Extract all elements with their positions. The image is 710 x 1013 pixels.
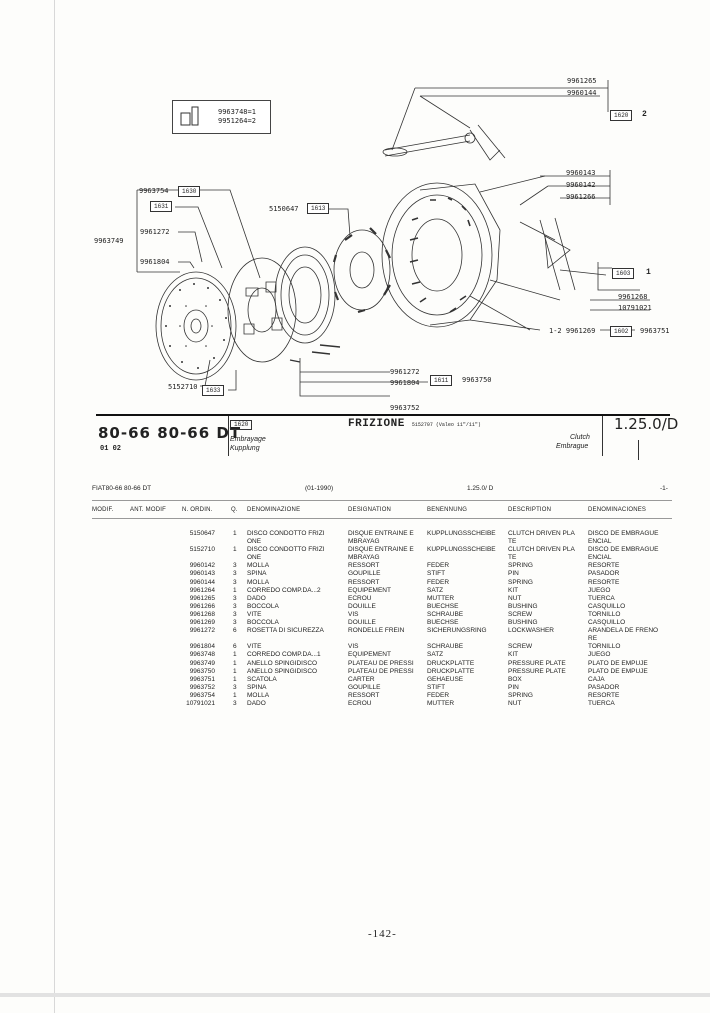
column-q: 1 1 3 3 3 1 3 3 3 3 6 6 1 1 1 1 3 1 3 [233,530,237,707]
ref-box: 1602 [610,326,633,337]
ref-box: 1620 [610,110,633,121]
part-label: 9961272 [390,368,420,376]
title-main: FRIZIONE [348,418,405,430]
kit-box: 9963748=1 9951264=2 [172,100,271,134]
part-label: 9963751 [640,327,670,335]
part-label: 1-2 9961269 [549,327,596,335]
kit-line-1: 9963748=1 [218,108,256,116]
lang-es: Embrague [556,443,589,450]
side-marker: 1 [646,268,651,277]
header-rule-top [92,500,672,501]
side-marker: 2 [642,110,647,119]
section-code: 1.25.0/D [614,415,679,433]
column-benennung: KUPPLUNGSSCHEIBE KUPPLUNGSSCHEIBE FEDER … [427,530,496,707]
header-rule-bottom [92,518,672,519]
part-label: 9961804 [390,379,420,387]
divider [602,416,603,456]
column-n-ordin: 5150647 5152710 9960142 9960143 9960144 … [186,530,215,707]
title-rule [96,414,670,416]
part-label: 9961804 [140,258,170,266]
part-label: 9963750 [462,376,492,384]
part-label: 9961266 [566,193,596,201]
scan-edge [0,993,710,997]
col-header-description: DESCRIPTION [508,507,552,513]
col-header-q: Q. [231,507,238,513]
meta-model: FIAT80-66 80-66 DT [92,485,152,492]
column-description: CLUTCH DRIVEN PLA TE CLUTCH DRIVEN PLA T… [508,530,575,707]
section-title: FRIZIONE 5152707 (Valeo 11"/11") [348,418,481,430]
part-label: 9961272 [140,228,170,236]
col-header-ant-modif: ANT. MODIF [130,507,166,513]
exploded-diagram: 9963748=1 9951264=2 9961265 9960144 1620… [0,0,710,420]
group-box: 1620 [230,420,253,430]
part-label: 9961265 [567,77,597,85]
part-label: 5152710 [168,383,198,391]
lang-de: Kupplung [230,445,260,452]
ref-box: 1631 [150,201,173,212]
column-designation: DISQUE ENTRAINE E MBRAYAG DISQUE ENTRAIN… [348,530,414,707]
ref-box: 1633 [202,385,225,396]
col-header-modif: MODIF. [92,507,114,513]
meta-page: -1- [660,485,668,492]
model-sub: 01 02 [100,445,122,453]
part-label: 9963752 [390,404,420,412]
ref-box: 1613 [307,203,330,214]
divider [638,440,639,460]
part-label: 9960142 [566,181,596,189]
model-name: 80-66 80-66 DT [98,424,242,442]
col-header-n-ordin: N. ORDIN. [182,507,213,513]
col-header-designation: DESIGNATION [348,507,392,513]
ref-box: 1611 [430,375,453,386]
col-header-benennung: BENENNUNG [427,507,468,513]
part-label: 5150647 [269,205,299,213]
column-denominazione: DISCO CONDOTTO FRIZI ONE DISCO CONDOTTO … [247,530,325,707]
col-header-denominaciones: DENOMINACIONES [588,507,647,513]
part-label: 9960144 [567,89,597,97]
title-block: 80-66 80-66 DT 01 02 1620 Embrayage Kupp… [96,414,678,462]
lang-fr: Embrayage [230,436,266,443]
divider [228,416,229,456]
column-denominaciones: DISCO DE EMBRAGUE ENCIAL DISCO DE EMBRAG… [588,530,659,707]
part-label: 9963749 [94,237,124,245]
kit-line-2: 9951264=2 [218,117,256,125]
part-label: 9961268 [618,293,648,301]
meta-date: (01-1990) [305,485,334,492]
page-edge [54,0,55,1013]
part-label: 10791021 [618,304,652,312]
part-label: 9960143 [566,169,596,177]
page-number: -142- [368,928,397,940]
part-label: 9963754 [139,187,169,195]
col-header-denominazione: DENOMINAZIONE [247,507,301,513]
clutch-drawing [136,80,650,397]
ref-box: 1630 [178,186,201,197]
ref-box: 1603 [612,268,635,279]
title-sub: 5152707 (Valeo 11"/11") [411,422,481,428]
meta-code: 1.25.0/ D [467,485,494,492]
kit-icon [180,106,199,126]
lang-en: Clutch [570,434,590,441]
